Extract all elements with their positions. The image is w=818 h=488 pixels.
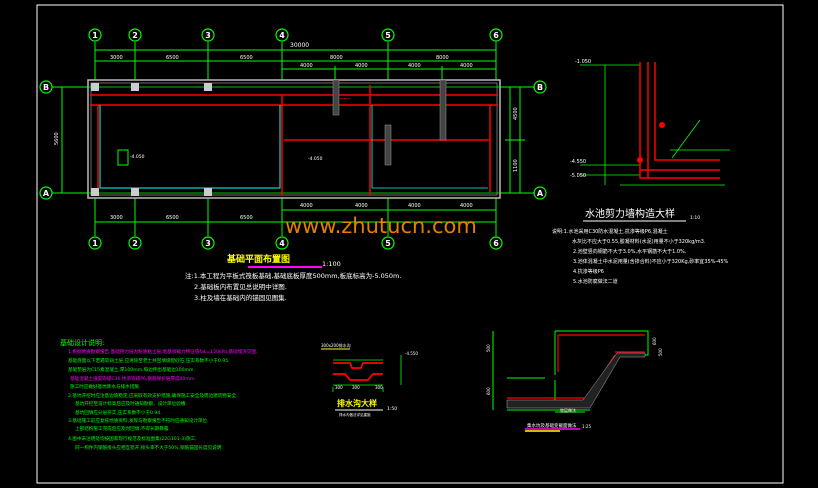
wall-note-1: 说明:1.水池采用C30防水混凝土,抗渗等级P6,混凝土 (552, 228, 668, 235)
dim-sub-3: 4000 (408, 63, 421, 69)
dim-3-4: 6500 (240, 55, 253, 61)
axis-label-1: 1 (92, 31, 98, 40)
drain-title: 排水沟大样 (337, 398, 377, 408)
dim-bottom-7: 4000 (460, 203, 473, 209)
axis-label-5-bottom: 5 (385, 239, 391, 248)
dim-bottom-5: 4000 (355, 203, 368, 209)
slab-outline (87, 79, 501, 199)
dim-bottom-3: 6500 (240, 215, 253, 221)
drain-label: 300x200排水沟 (321, 342, 351, 348)
dim-left: 5600 (54, 132, 60, 145)
step-dim-1: 500 (486, 344, 491, 352)
step-scale: 1:25 (582, 424, 591, 429)
axis-label-b-right: B (537, 83, 543, 92)
design-note-6: 2.基坑开挖时应注意边坡稳定,应采取有效支护措施,确保施工安全及周边建筑物安全. (68, 392, 238, 399)
cushion-hatch (506, 352, 646, 409)
level-mark-2: -4.050 (308, 156, 323, 162)
dim-bottom-4: 4000 (300, 203, 313, 209)
step-cushion-label: 垫层做法 (560, 407, 576, 413)
dim-bottom-1: 3000 (110, 215, 123, 221)
design-notes-title: 基础设计说明: (60, 338, 104, 347)
plan-note-3: 3.柱及墙在基础内的锚固见图集. (194, 293, 287, 302)
dim-right-2: 1100 (513, 159, 519, 172)
wall-level-bottom: -5.050 (570, 173, 586, 179)
design-note-1: 1.根据地质勘察报告,基础持力层为粉质粘土层,地基承载力特征值fak=150kP… (68, 348, 258, 355)
drain-dim-1: 300 (335, 385, 343, 390)
step-dim-2: 600 (486, 387, 491, 395)
axis-label-2-bottom: 2 (132, 239, 138, 248)
design-note-9: 3.基础施工前应复核地质资料,发现与勘察报告不符时应通知设计单位. (68, 417, 209, 424)
drain-dim-3: 300 (375, 385, 383, 390)
wall-level-mid: -4.550 (570, 159, 586, 165)
dim-sub-2: 4000 (355, 63, 368, 69)
design-note-2: 基础底面以下若遇软弱土层,应清除至老土并回填级配砂石,压实系数不小于0.95. (68, 357, 230, 364)
step-dim-4: 500 (658, 348, 663, 356)
drain-dim-2: 300 (352, 385, 360, 390)
dim-total: 30000 (290, 42, 309, 49)
plan-note-1: 注:1.本工程为平板式筏板基础,基础底板厚度500mm,板底标高为-5.050m… (185, 271, 401, 280)
design-note-3: 基础垫层为C15素混凝土,厚100mm,每边伸出基础边100mm. (68, 366, 195, 373)
top-dimension-lines (52, 42, 535, 236)
wall-note-4: 3.池体混凝土中水泥用量(含掺合料)不应小于320Kg,砂率宜35%-45% (573, 258, 729, 265)
dim-sub-4: 4000 (460, 63, 473, 69)
wall-note-2: 水灰比不应大于0.55,胶凝材料(水泥)用量不小于320kg/m3. (572, 238, 706, 245)
axis-label-1-bottom: 1 (92, 239, 98, 248)
axis-label-2: 2 (132, 31, 138, 40)
axis-label-a-right: A (537, 189, 544, 198)
walls (90, 85, 498, 195)
dim-2-3: 6500 (166, 55, 179, 61)
design-notes: 基础设计说明: 1.根据地质勘察报告,基础持力层为粉质粘土层,地基承载力特征值f… (60, 338, 258, 451)
axis-label-3: 3 (205, 31, 211, 40)
wall-note-5: 4.抗渗等级P6 (573, 268, 604, 275)
step-dim-3: 600 (652, 337, 657, 345)
wall-detail-title: 水池剪力墙构造大样 (585, 207, 675, 220)
design-note-11: 4.图中未注明处均按国家现行规范及标准图集(22G101-3)施工, (68, 435, 197, 442)
step-detail: 500 600 600 500 垫层做法 集水坑及基础变截面做法 1:25 (486, 330, 663, 432)
axis-label-a-left: A (43, 189, 50, 198)
axis-label-4: 4 (279, 31, 285, 40)
dim-right-1: 4500 (513, 107, 519, 120)
plan-scale: 1:100 (322, 260, 341, 268)
drawing-frame (36, 4, 784, 484)
drain-detail: 300x200排水沟 -4.550 300 300 300 排水沟大样 1:50… (321, 342, 418, 417)
wall-label: ━ ━ ━ (339, 96, 350, 101)
axis-label-6-bottom: 6 (493, 239, 499, 248)
design-note-4: 基础混凝土强度等级C30,抗渗等级P6,钢筋保护层厚度40mm. (70, 375, 196, 382)
dim-bottom-6: 4000 (408, 203, 421, 209)
design-note-5: 施工时应做好基坑降水与排水措施. (70, 383, 140, 390)
dim-4-5: 8000 (330, 55, 343, 61)
wall-note-3: 2.池壁竖向钢筋不大于3.0%,水平钢筋不大于1.0%. (573, 248, 687, 255)
axis-label-4-bottom: 4 (279, 239, 285, 248)
watermark: www.zhutucn.com (285, 214, 477, 238)
level-mark: -4.050 (130, 154, 145, 160)
axis-label-b-left: B (43, 83, 49, 92)
foundation-plan: 30000 3000 6500 6500 8000 8000 4000 4000… (39, 28, 547, 302)
columns (91, 83, 212, 196)
wall-level-top: -1.050 (575, 59, 591, 65)
plan-title: 基础平面布置图 (226, 253, 290, 265)
dim-bottom-2: 6500 (166, 215, 179, 221)
axis-label-5: 5 (385, 31, 391, 40)
drain-subtitle: 排水沟做法详见建施 (339, 412, 371, 417)
sump-pit (117, 149, 129, 166)
design-note-12: 同一构件内钢筋接头应相互错开,接头率不大于50%,钢筋锚固长度见说明. (75, 444, 223, 451)
design-note-8: 基坑回填应分层夯实,压实系数不小于0.94. (75, 409, 162, 416)
plan-note-2: 2.基础板内布置见总说明中详图. (194, 282, 287, 291)
axis-bubbles (39, 28, 547, 250)
drain-level: -4.550 (405, 351, 418, 356)
wall-note-6: 5.水池防腐做法二道 (573, 278, 618, 285)
axis-label-3-bottom: 3 (205, 239, 211, 248)
step-title: 集水坑及基础变截面做法 (527, 422, 577, 429)
drain-scale: 1:50 (387, 406, 397, 412)
dim-sub-1: 4000 (300, 63, 313, 69)
pool-outline (99, 105, 281, 189)
dim-1-2: 3000 (110, 55, 123, 61)
design-note-7: 基坑开挖至设计标高后应及时通知勘察、设计单位验槽. (75, 400, 187, 407)
wall-detail-scale: 1:10 (690, 215, 700, 221)
axis-label-6: 6 (493, 31, 499, 40)
wall-detail: -1.050 -4.550 -5.050 水池剪力墙构造大样 1:10 说明:1… (552, 59, 730, 285)
design-note-10: 上部结构施工完成后应及时回填,不得长期暴露. (75, 425, 170, 432)
hatched-walls (332, 79, 447, 166)
dim-5-6: 8000 (436, 55, 449, 61)
